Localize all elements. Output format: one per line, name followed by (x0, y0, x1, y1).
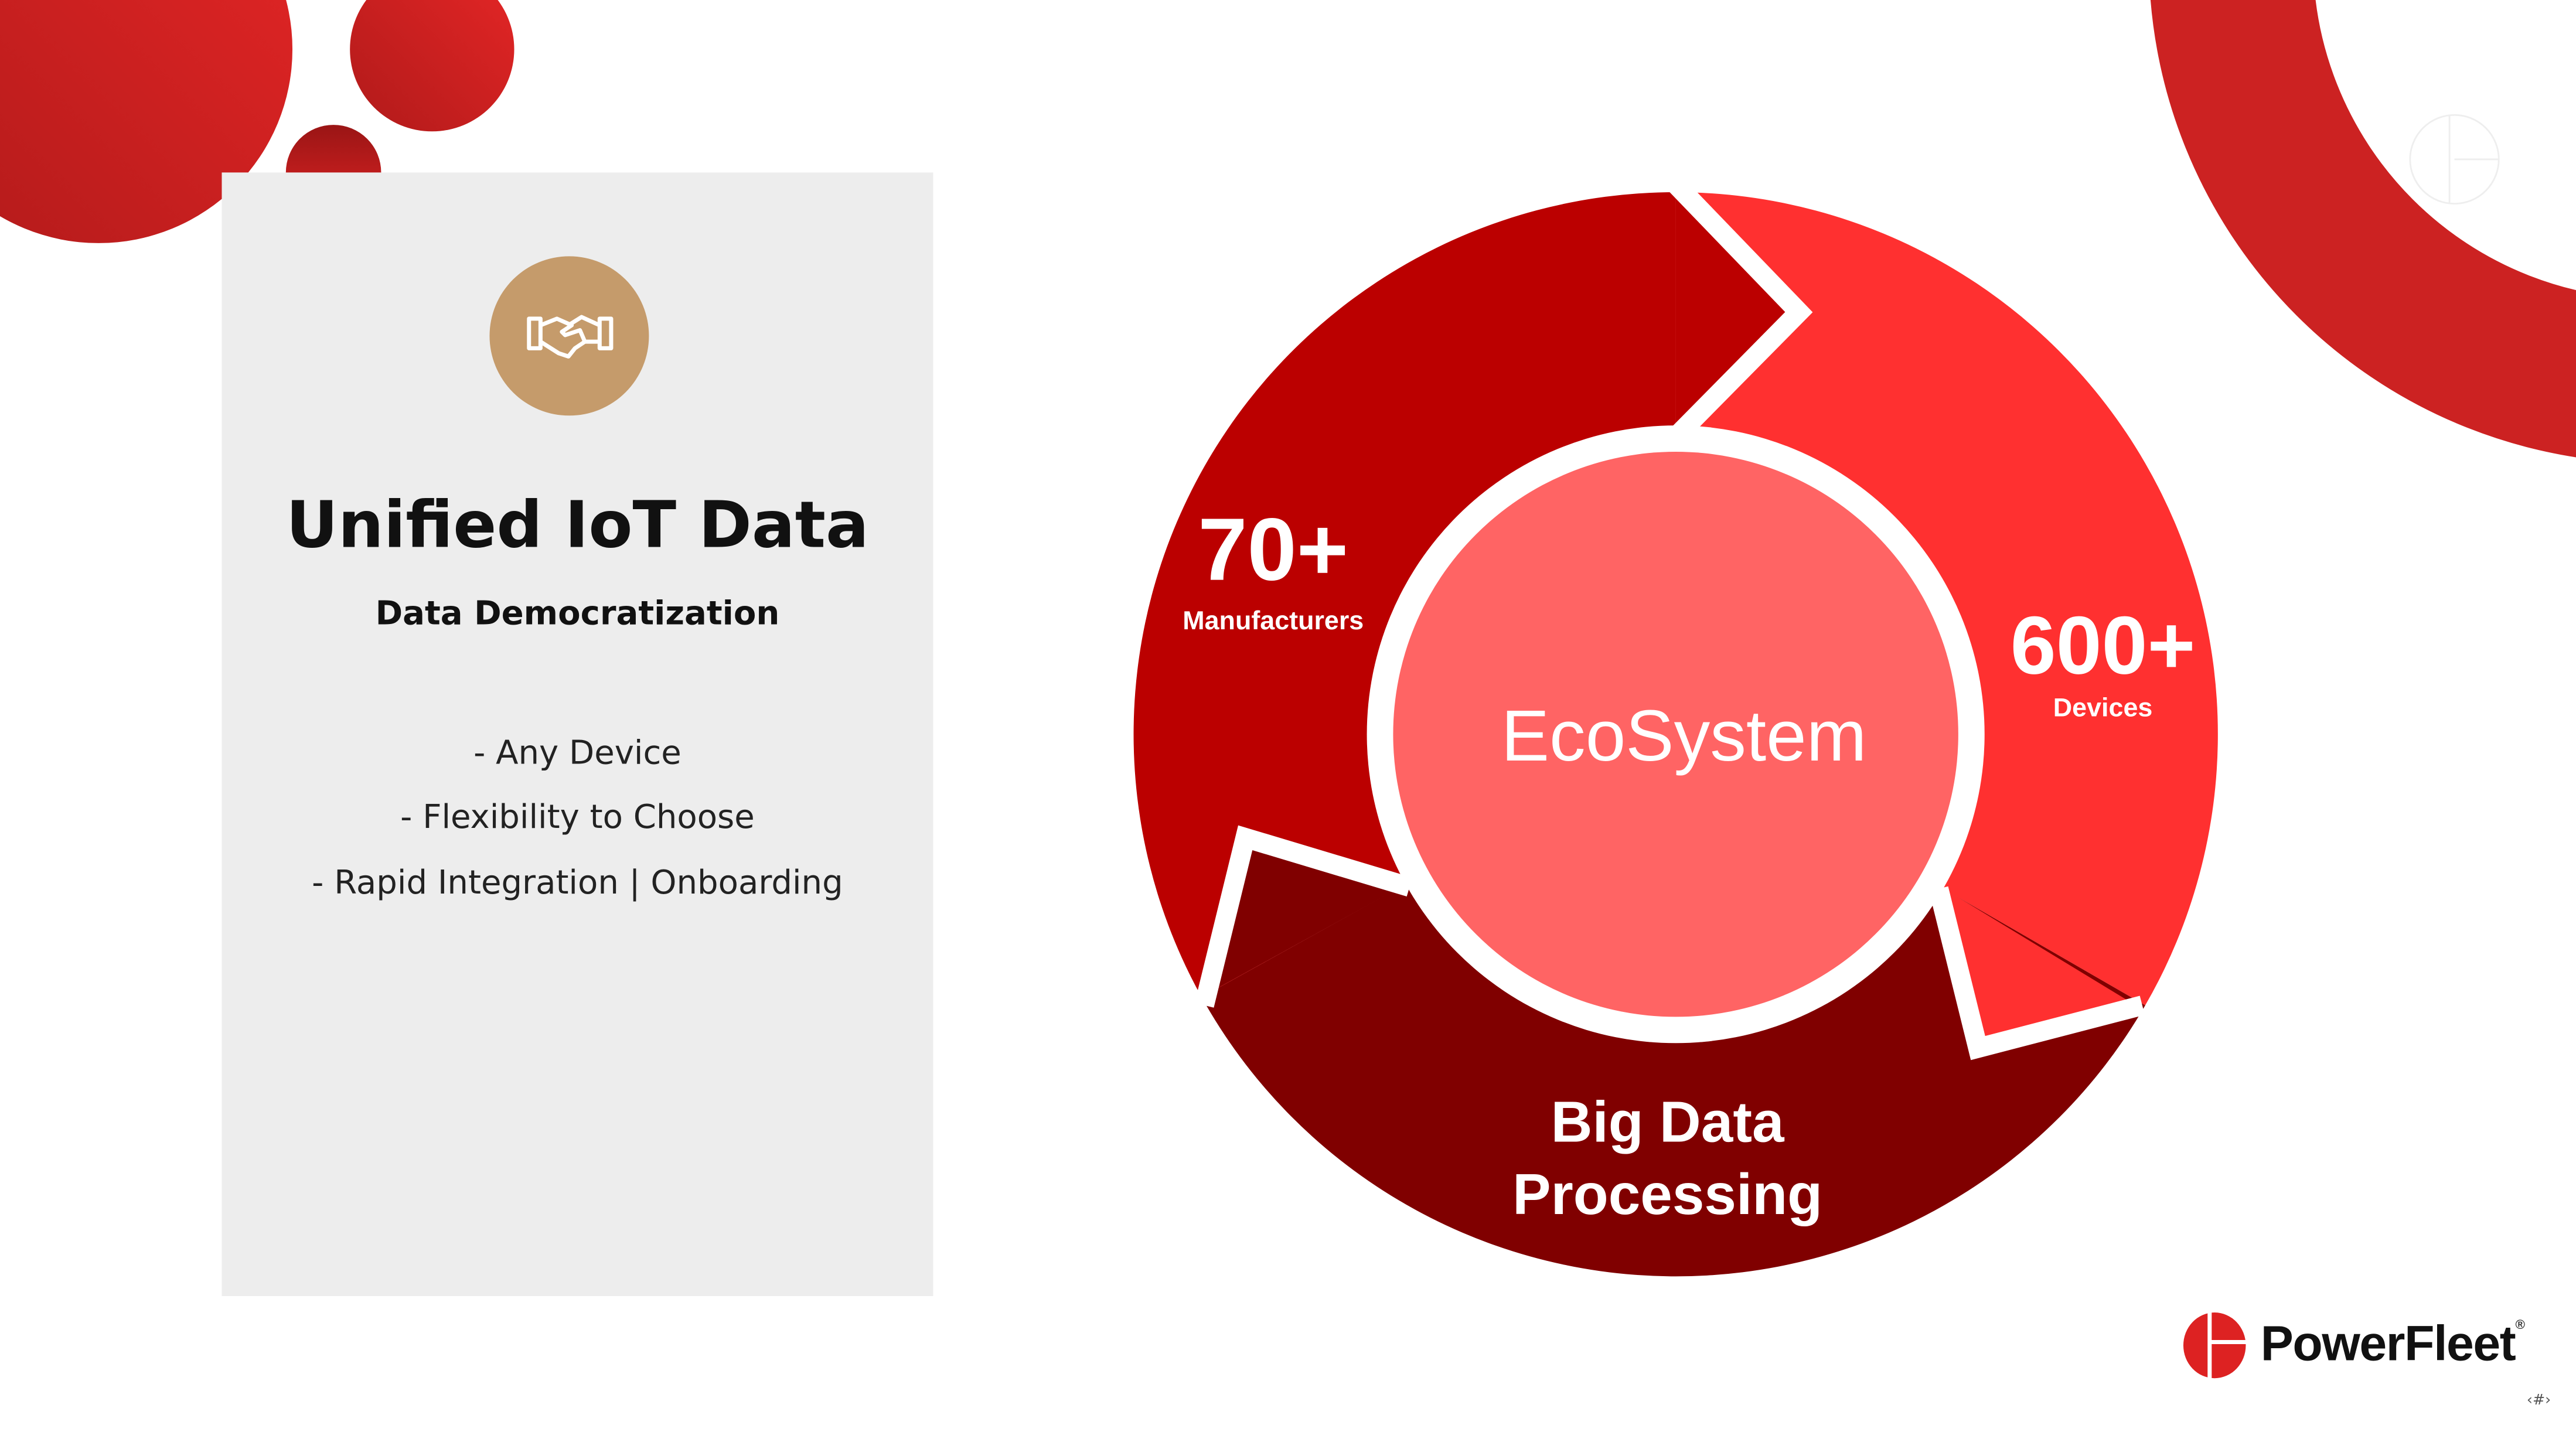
watermark-logo-icon (2409, 114, 2500, 205)
bullet-item: - Rapid Integration | Onboarding (312, 862, 843, 902)
decor-circle-large (0, 0, 292, 243)
manufacturers-count: 70+ (1198, 500, 1348, 599)
segment-big-data (1201, 881, 2145, 1277)
devices-label: Devices (2053, 692, 2153, 722)
bullet-item: - Flexibility to Choose (400, 796, 755, 837)
logo-text: PowerFleet (2260, 1317, 2516, 1372)
handshake-icon (489, 256, 649, 416)
bullet-item: - Any Device (473, 732, 682, 772)
powerfleet-logo-icon (2183, 1311, 2248, 1380)
powerfleet-logo: PowerFleet® (2182, 1311, 2525, 1380)
card-title: Unified IoT Data (286, 489, 869, 564)
ecosystem-center (1393, 451, 1958, 1017)
big-data-label-line2: Processing (1512, 1162, 1822, 1226)
page-number: ‹#› (2526, 1393, 2551, 1410)
manufacturers-label: Manufacturers (1183, 605, 1364, 635)
big-data-label-line1: Big Data (1551, 1089, 1785, 1154)
decor-circle-medium (350, 0, 514, 132)
devices-count: 600+ (2011, 599, 2196, 691)
registered-mark: ® (2515, 1317, 2525, 1332)
card-subtitle: Data Democratization (375, 593, 780, 633)
segment-devices (1675, 192, 2218, 1005)
center-label: EcoSystem (1501, 695, 1867, 776)
